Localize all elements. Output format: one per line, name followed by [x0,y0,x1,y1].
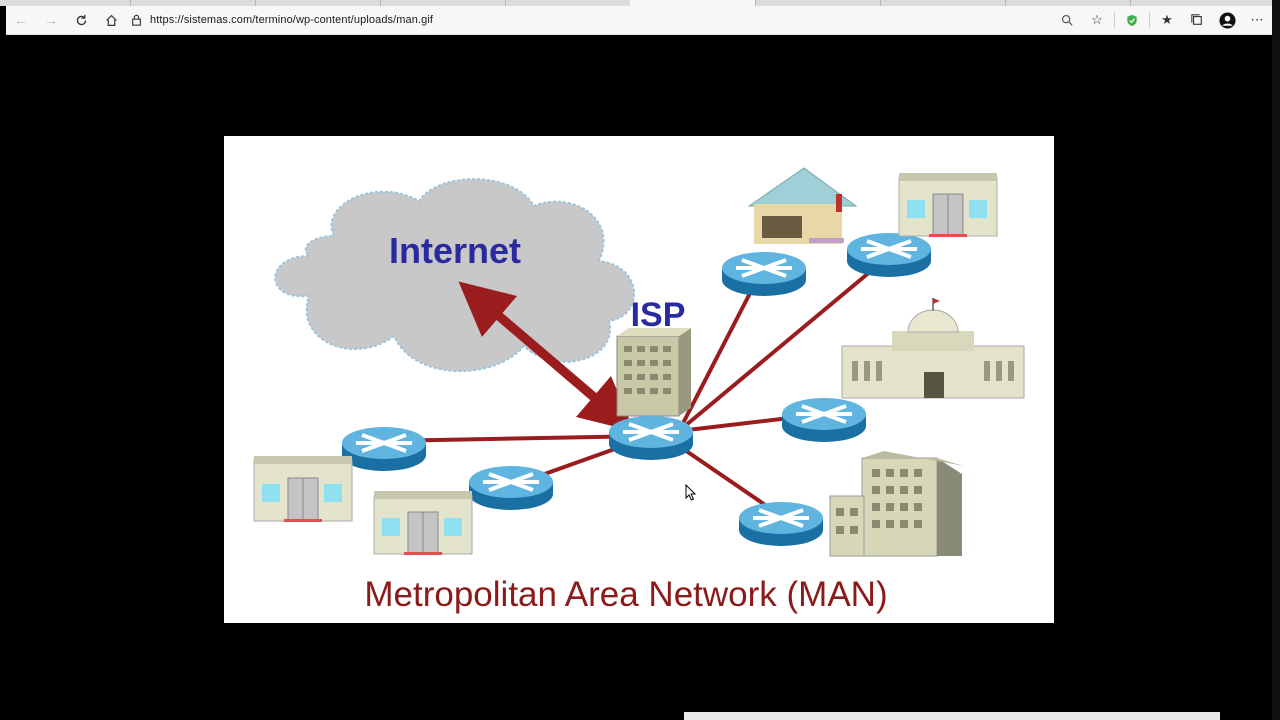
router-icon [780,396,868,444]
divider [1114,12,1115,28]
star-icon: ☆ [1091,12,1103,27]
browser-tab[interactable] [755,0,881,6]
tab-strip [0,0,1280,6]
home-icon [105,14,117,26]
lock-icon [126,14,146,26]
refresh-button[interactable] [66,6,96,34]
browser-tab[interactable] [130,0,256,6]
browser-tab-active[interactable] [630,0,756,6]
isp-arrow [496,312,635,432]
link-line [677,254,891,433]
isp-label: ISP [631,296,686,334]
zoom-icon [1061,14,1073,26]
router-icon [607,414,695,462]
home-button[interactable] [96,6,126,34]
link-line [677,444,776,513]
office-building-icon [898,173,998,237]
more-button[interactable]: ⋯ [1242,6,1272,34]
collections-icon [1191,14,1202,25]
side-strip-right [1272,0,1280,720]
browser-tab[interactable] [0,0,131,6]
back-arrow-icon: ← [14,12,28,28]
profile-icon [1218,11,1236,29]
apartment-building-icon [829,451,964,557]
more-icon: ⋯ [1250,12,1264,27]
shield-icon [1127,14,1137,26]
address-url[interactable]: https://sistemas.com/termino/wp-content/… [150,14,434,26]
collections-button[interactable] [1182,6,1212,34]
link-line [383,434,652,443]
office-building-icon [373,491,473,555]
favorite-button[interactable]: ☆ [1082,6,1112,34]
divider [1149,12,1150,28]
forward-button[interactable]: → [36,6,66,34]
refresh-icon [76,14,86,25]
internet-label: Internet [389,230,521,271]
favorites-icon: ★ [1161,12,1173,27]
browser-tab[interactable] [380,0,506,6]
zoom-button[interactable] [1052,6,1082,34]
router-icon [845,231,933,279]
router-icon [340,425,428,473]
government-building-icon [841,298,1025,399]
back-button[interactable]: ← [6,6,36,34]
internet-cloud: Internet [274,178,635,372]
browser-tab[interactable] [255,0,381,6]
side-strip-left [0,35,6,720]
mouse-cursor-icon [685,484,697,501]
man-diagram-image: Internet [224,136,1054,623]
status-bar [684,712,1220,720]
isp-building: ISP [616,296,691,417]
favorites-button[interactable]: ★ [1152,6,1182,34]
browser-tab[interactable] [880,0,1006,6]
extension-button[interactable] [1117,6,1147,34]
browser-toolbar: ← → https://sistemas.com/termino/wp-cont… [6,6,1272,35]
house-icon [747,167,858,244]
forward-arrow-icon: → [44,12,58,28]
router-icon [720,250,808,298]
diagram-caption: Metropolitan Area Network (MAN) [364,575,887,614]
router-icon [467,464,555,512]
browser-tab[interactable] [1005,0,1131,6]
toolbar-right: ☆ ★ ⋯ [1052,6,1272,34]
profile-button[interactable] [1212,6,1242,34]
man-diagram: Internet [253,167,1025,614]
office-building-icon [253,456,353,522]
router-icon [737,500,825,548]
address-bar[interactable]: https://sistemas.com/termino/wp-content/… [126,6,1052,34]
page-viewport: Internet [6,35,1272,712]
